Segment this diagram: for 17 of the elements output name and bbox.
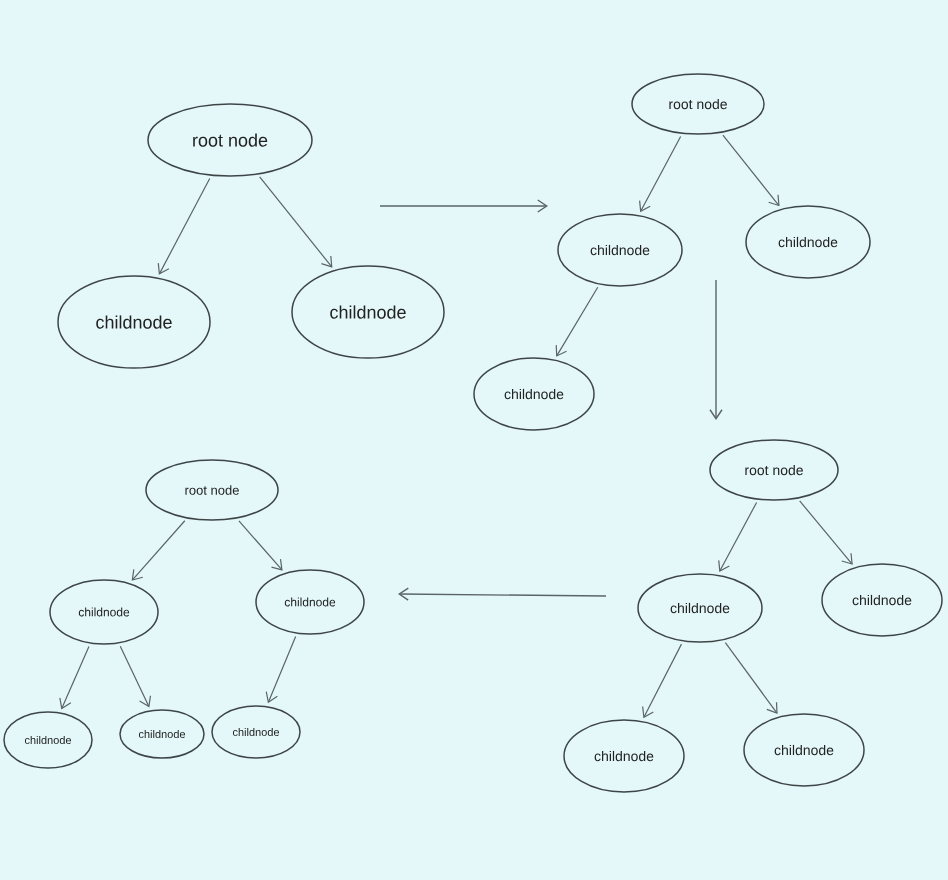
arrow xyxy=(59,645,90,710)
arrow xyxy=(157,177,211,275)
arrow xyxy=(724,642,778,714)
ellipse-node: childnode xyxy=(57,275,211,369)
arrow xyxy=(238,520,283,571)
arrow xyxy=(119,645,152,708)
arrow xyxy=(718,501,758,573)
arrow xyxy=(722,134,780,207)
ellipse-node: root node xyxy=(147,103,313,177)
arrow xyxy=(259,176,333,268)
arrow xyxy=(799,500,853,565)
arrow xyxy=(555,286,599,357)
ellipse-node: childnode xyxy=(291,265,445,359)
arrow xyxy=(642,643,683,719)
arrow xyxy=(131,520,186,581)
arrow xyxy=(639,135,682,213)
arrow xyxy=(265,635,297,704)
